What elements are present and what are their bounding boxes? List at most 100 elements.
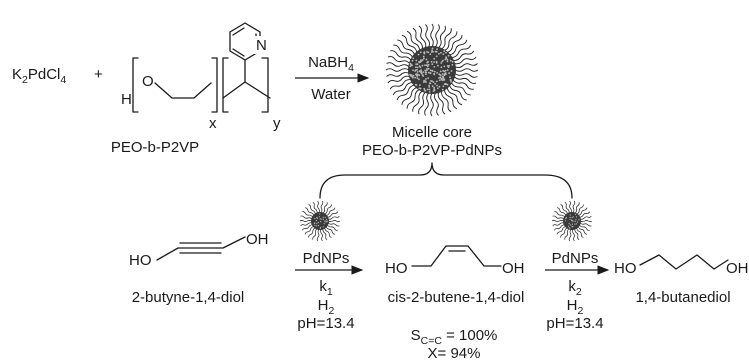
corona-chain: [389, 79, 412, 90]
core-speckle: [442, 70, 444, 72]
core-speckle: [438, 77, 440, 79]
core-speckle: [417, 53, 420, 56]
corona-chain: [443, 89, 458, 110]
core-speckle: [424, 90, 427, 92]
ph-value-2: pH=13.4: [546, 315, 603, 332]
core-speckle: [435, 55, 438, 58]
corona-chain: [300, 215, 313, 220]
core-speckle: [415, 84, 418, 86]
corona-chain: [308, 227, 316, 238]
corona-chain: [325, 207, 336, 217]
core-speckle: [571, 217, 573, 219]
core-speckle: [428, 84, 430, 87]
core-speckle: [415, 73, 418, 75]
corona-chain: [434, 24, 440, 48]
core-speckle: [433, 88, 435, 91]
core-speckle: [434, 50, 437, 53]
corona-chain: [387, 56, 411, 64]
core-speckle: [578, 219, 580, 221]
corona-chain: [446, 87, 463, 106]
corona-chain: [449, 39, 468, 56]
repeat-index-y: y: [273, 115, 281, 132]
corona-chain: [579, 220, 593, 222]
core-speckle: [433, 86, 436, 89]
core-speckle: [416, 66, 419, 69]
core-speckle: [410, 74, 413, 76]
corona-chain: [327, 222, 340, 227]
core-speckle: [412, 69, 414, 72]
plus-sign: +: [94, 66, 103, 83]
corona-chain: [569, 200, 572, 214]
core-speckle: [447, 54, 450, 57]
core-speckle: [575, 223, 578, 225]
core-speckle: [569, 224, 571, 226]
butanediol-hydroxy-right: OH: [726, 260, 749, 277]
corona-chain: [577, 226, 588, 235]
core-speckle: [416, 71, 419, 73]
core-speckle: [415, 66, 417, 69]
core-speckle: [572, 226, 574, 228]
core-speckle: [427, 51, 430, 54]
compound-name-butyne: 2-butyne-1,4-diol: [132, 289, 245, 306]
corona-chain: [424, 92, 430, 116]
core-speckle: [440, 62, 443, 64]
core-speckle: [567, 225, 570, 227]
corona-chain: [397, 39, 416, 56]
micelle-small-1: [299, 200, 341, 242]
corona-chain: [564, 202, 570, 214]
core-speckle: [415, 59, 418, 62]
core-speckle: [421, 59, 424, 61]
corona-chain: [578, 224, 590, 231]
butyne-hydroxy-left: HO: [129, 252, 152, 269]
core-speckle: [326, 220, 328, 222]
corona-chain: [552, 222, 565, 227]
corona-chain: [320, 200, 324, 214]
micelle-small-2: [551, 200, 593, 242]
core-speckle: [441, 60, 443, 63]
corona-chain: [454, 63, 478, 68]
ph-value-1: pH=13.4: [297, 315, 354, 332]
selectivity-value: SC=C = 100%: [411, 327, 498, 347]
core-speckle: [569, 214, 571, 216]
core-speckle: [423, 57, 425, 60]
core-speckle: [418, 74, 421, 76]
conversion-value: X= 94%: [428, 345, 481, 362]
corona-chain: [324, 227, 332, 238]
core-speckle: [436, 72, 438, 74]
corona-chain: [327, 211, 339, 218]
core-speckle: [421, 64, 424, 67]
potassium-tetrachloropalladate: K2PdCl4: [12, 66, 66, 86]
core-speckle: [442, 53, 445, 55]
corona-chain: [579, 211, 591, 218]
core-speckle: [575, 216, 578, 218]
core-speckle: [412, 74, 415, 77]
core-speckle: [441, 73, 444, 75]
corona-chain: [425, 24, 430, 48]
butene-diol-structure: HO OH: [385, 245, 525, 277]
core-speckle: [419, 51, 422, 54]
corona-chain: [325, 226, 336, 235]
core-speckle: [426, 88, 429, 91]
core-speckle: [419, 66, 422, 69]
core-speckle: [418, 87, 421, 90]
core-speckle: [443, 83, 446, 85]
micelle-large: [385, 23, 479, 117]
core-speckle: [574, 223, 576, 225]
corona-chain: [551, 220, 565, 222]
core-speckle: [438, 52, 440, 55]
corona-chain: [579, 215, 592, 220]
core-speckle: [319, 227, 321, 229]
corona-chain: [326, 224, 338, 231]
core-speckle: [428, 86, 431, 88]
micelle-label-line2: PEO-b-P2VP-PdNPs: [362, 142, 502, 159]
core-speckle: [569, 218, 571, 220]
core-speckle: [571, 220, 573, 222]
curly-brace: [319, 162, 573, 199]
core-speckle: [428, 91, 431, 93]
core-speckle: [423, 79, 425, 82]
corona-chain: [418, 91, 426, 115]
corona-chain: [564, 228, 570, 240]
core-speckle: [424, 69, 426, 72]
core-speckle: [448, 64, 450, 67]
